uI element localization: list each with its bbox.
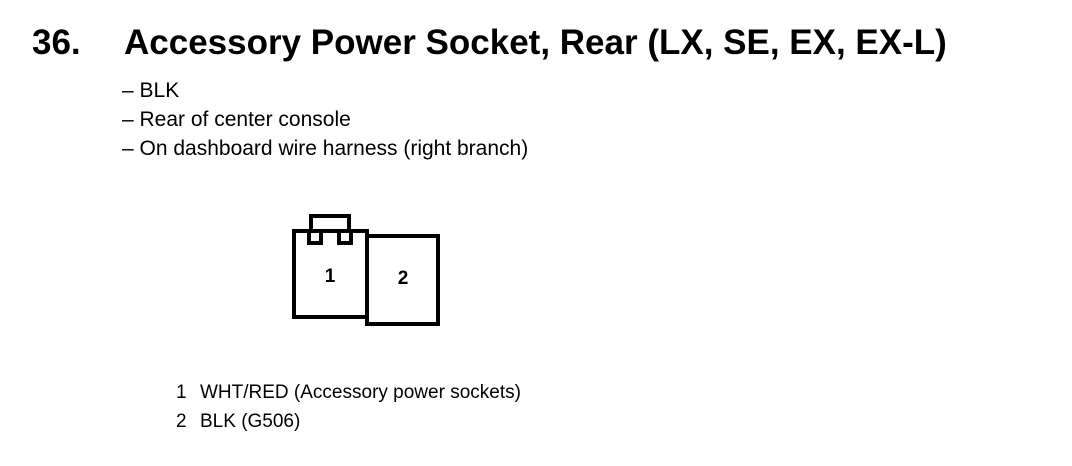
detail-harness: – On dashboard wire harness (right branc…	[122, 137, 529, 160]
detail-location: – Rear of center console	[122, 108, 351, 131]
connector-details: – BLK – Rear of center console – On dash…	[122, 76, 528, 163]
pin-row: 1 WHT/RED (Accessory power sockets)	[176, 378, 521, 407]
pin-number: 1	[176, 382, 187, 403]
cavity-2	[365, 234, 440, 326]
connector-diagram: 1 2	[292, 214, 440, 326]
cavity-2-label: 2	[398, 268, 409, 289]
pin-description: WHT/RED (Accessory power sockets)	[200, 382, 521, 403]
pin-row: 2 BLK (G506)	[176, 407, 521, 436]
section-title: Accessory Power Socket, Rear (LX, SE, EX…	[124, 23, 947, 62]
lock-notch	[307, 231, 353, 245]
cavity-1-label: 1	[325, 266, 336, 287]
pin-list: 1 WHT/RED (Accessory power sockets) 2 BLK …	[176, 378, 521, 436]
section-heading: 36. Accessory Power Socket, Rear (LX, SE,…	[32, 20, 947, 66]
section-number: 36.	[32, 23, 81, 62]
pin-number: 2	[176, 411, 187, 432]
detail-color: – BLK	[122, 79, 180, 102]
pin-description: BLK (G506)	[200, 411, 301, 432]
cavity-1	[292, 229, 369, 319]
